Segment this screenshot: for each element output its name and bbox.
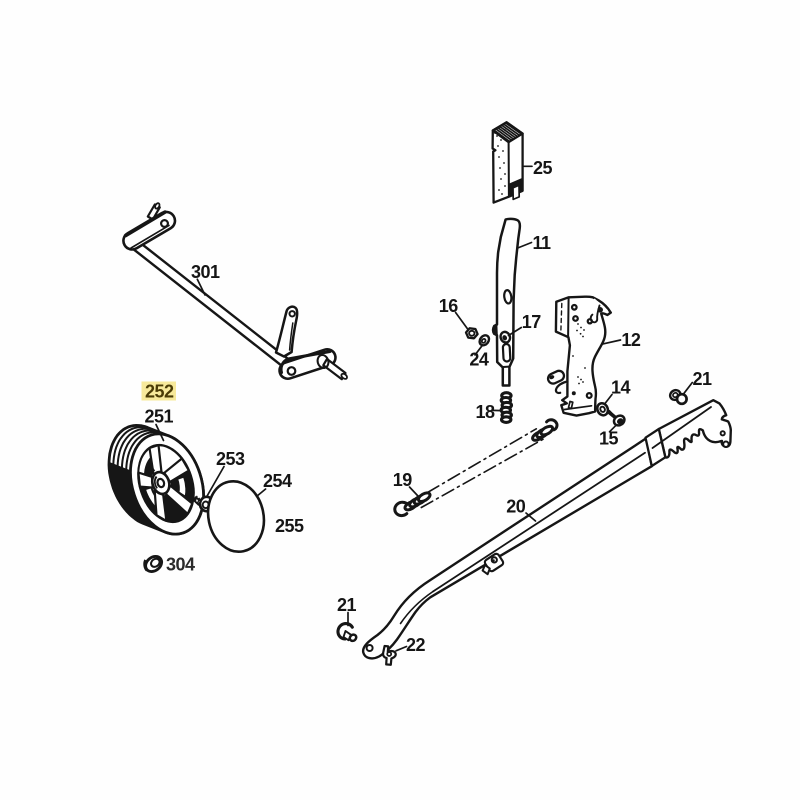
svg-text:22: 22 <box>406 635 426 655</box>
svg-text:14: 14 <box>611 378 631 398</box>
svg-text:24: 24 <box>469 350 489 370</box>
svg-text:20: 20 <box>506 497 526 517</box>
svg-text:21: 21 <box>693 369 713 389</box>
svg-text:12: 12 <box>621 330 641 350</box>
svg-text:15: 15 <box>599 429 619 449</box>
svg-text:251: 251 <box>145 407 174 427</box>
svg-text:252: 252 <box>145 382 174 402</box>
svg-text:17: 17 <box>522 312 542 332</box>
svg-text:301: 301 <box>191 262 220 282</box>
svg-text:304: 304 <box>166 555 195 575</box>
svg-text:21: 21 <box>337 595 357 615</box>
svg-text:16: 16 <box>439 296 459 316</box>
svg-text:253: 253 <box>216 449 245 469</box>
svg-text:255: 255 <box>275 516 304 536</box>
svg-text:254: 254 <box>263 471 292 491</box>
svg-text:19: 19 <box>393 470 413 490</box>
svg-text:11: 11 <box>533 233 552 253</box>
svg-text:18: 18 <box>476 402 496 422</box>
svg-text:25: 25 <box>533 158 553 178</box>
